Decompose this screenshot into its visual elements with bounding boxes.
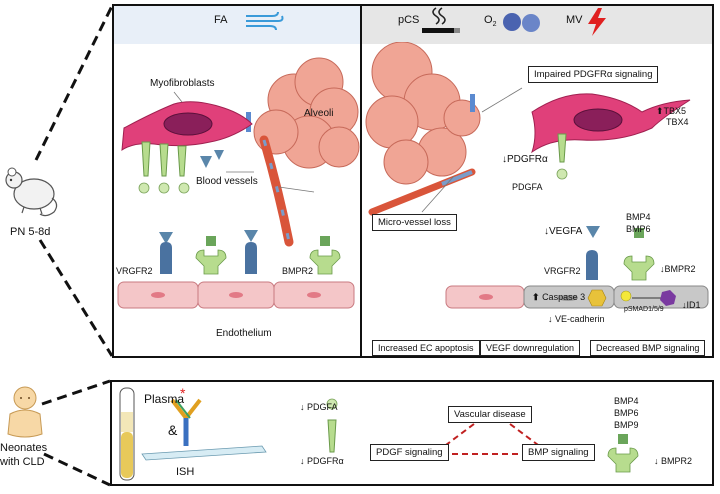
lightning-icon (588, 8, 606, 36)
vegfa-label: ↓VEGFA (544, 226, 583, 237)
bottom-panel (110, 380, 714, 486)
left-cell-illustration (117, 57, 360, 309)
baby-icon (7, 386, 43, 438)
blood-vessels-label: Blood vessels (196, 176, 258, 187)
amp-label: & (168, 422, 178, 438)
bmp4-bottom-label: BMP4 (614, 396, 639, 406)
vascular-disease-box: Vascular disease (448, 406, 532, 423)
plasma-label: Plasma (144, 392, 185, 406)
ish-label: ISH (176, 466, 195, 478)
wind-icon (246, 11, 284, 31)
neonates-line1: Neonates (0, 442, 48, 454)
decreased-bmp-box: Decreased BMP signaling (590, 340, 706, 356)
right-cell-illustration (365, 42, 709, 309)
tbx4-label: TBX4 (666, 117, 689, 127)
pdgfa-label: PDGFA (512, 182, 543, 192)
vrgfr2-label: VRGFR2 (116, 266, 153, 276)
o2-label: O2 (484, 14, 497, 29)
tbx5-label: ⬆TBX5 (656, 106, 687, 116)
mv-label: MV (566, 14, 583, 26)
id1-label: ↓ID1 (682, 300, 701, 310)
vegf-downregulation-box: VEGF downregulation (480, 340, 581, 356)
bmp6-bottom-label: BMP6 (614, 408, 639, 418)
myofibroblasts-label: Myofibroblasts (150, 78, 215, 89)
vrgfr2-right-label: VRGFR2 (544, 266, 581, 276)
pdgfra-bottom-label: ↓ PDGFRα (300, 456, 344, 466)
caspase3-label: ⬆ Caspase 3 (532, 292, 586, 302)
bmp4-label: BMP4 (626, 212, 651, 222)
bottom-illustration: * (119, 385, 639, 481)
endothelium-label: Endothelium (216, 328, 272, 339)
svg-text:*: * (180, 385, 186, 401)
alveoli-label: Alveoli (304, 108, 334, 119)
ve-cadherin-label: ↓ VE-cadherin (548, 314, 605, 324)
bmp-signaling-box: BMP signaling (522, 444, 595, 461)
increased-ec-apoptosis-box: Increased EC apoptosis (372, 340, 480, 356)
bmp6-label: BMP6 (626, 224, 651, 234)
oxygen-molecule-icon (503, 13, 540, 32)
bmpr2-label: BMPR2 (282, 266, 314, 276)
neonates-line2: with CLD (0, 456, 45, 468)
pcs-label: pCS (398, 14, 420, 26)
pdgf-signaling-box: PDGF signaling (370, 444, 449, 461)
bmpr2-bottom-label: ↓ BMPR2 (654, 456, 693, 466)
fa-header (114, 6, 360, 44)
pdgfra-label: ↓PDGFRα (502, 154, 548, 165)
fa-label: FA (214, 14, 228, 26)
micro-vessel-loss-box: Micro-vessel loss (372, 214, 457, 231)
pdgfa-bottom-label: ↓ PDGFA (300, 402, 338, 412)
bmpr2-right-label: ↓BMPR2 (660, 264, 696, 274)
mouse-icon (5, 167, 58, 217)
cigarette-icon (422, 7, 460, 33)
bmp9-bottom-label: BMP9 (614, 420, 639, 430)
age-label: PN 5-8d (10, 226, 51, 238)
psmad-label: pSMAD1/5/9 (624, 306, 664, 313)
impaired-pdgfra-box: Impaired PDGFRα signaling (528, 66, 659, 83)
